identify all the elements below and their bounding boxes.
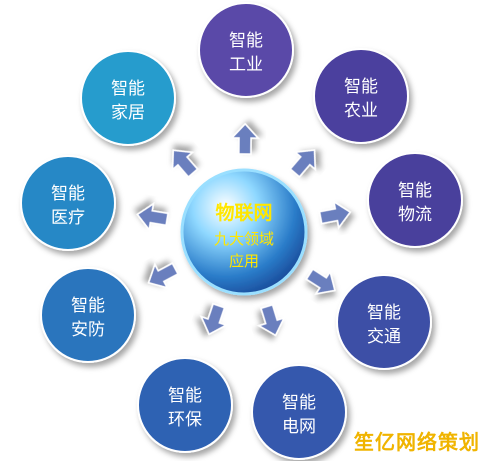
node-circle-industry — [198, 2, 294, 98]
node-label-line2-security: 安防 — [71, 320, 105, 340]
node-label-line2-agriculture: 农业 — [344, 101, 378, 121]
node-circle-grid — [251, 364, 347, 460]
node-label-line2-industry: 工业 — [229, 55, 263, 75]
center-subtitle-line1: 九大领域 — [214, 230, 274, 248]
node-label-line1-industry: 智能 — [229, 31, 263, 51]
node-circle-home — [80, 50, 176, 146]
arrow-grid — [257, 303, 286, 337]
arrow-agriculture — [289, 149, 316, 178]
node-label-line2-logistics: 物流 — [398, 205, 432, 225]
center-subtitle-line2: 应用 — [229, 252, 259, 270]
node-label-line2-home: 家居 — [111, 103, 145, 123]
node-circle-environment — [137, 357, 233, 453]
arrows-group — [136, 122, 352, 337]
node-label-line1-environment: 智能 — [168, 386, 202, 406]
node-label-line1-home: 智能 — [111, 79, 145, 99]
arrow-home — [171, 149, 199, 179]
arrow-transport — [305, 268, 336, 295]
center-title: 物联网 — [215, 201, 272, 224]
node-label-line1-medical: 智能 — [51, 184, 85, 204]
center-circle — [180, 168, 308, 296]
node-label-line2-grid: 电网 — [282, 417, 316, 437]
node-circle-medical — [20, 155, 116, 251]
node-label-line1-grid: 智能 — [282, 393, 316, 413]
node-label-line2-medical: 医疗 — [51, 208, 85, 228]
arrow-security — [147, 262, 179, 289]
node-circle-transport — [336, 274, 432, 370]
arrow-medical — [136, 202, 169, 232]
arrow-logistics — [318, 200, 352, 230]
node-label-line1-security: 智能 — [71, 296, 105, 316]
arrow-environment — [199, 302, 228, 336]
node-circle-logistics — [367, 152, 463, 248]
node-label-line2-transport: 交通 — [367, 327, 401, 347]
node-circle-agriculture — [313, 48, 409, 144]
center-node: 物联网 九大领域 应用 — [180, 168, 308, 296]
watermark: 笙亿网络策划 — [354, 430, 480, 454]
node-label-line1-transport: 智能 — [367, 303, 401, 323]
node-label-line1-logistics: 智能 — [398, 181, 432, 201]
node-circle-security — [40, 267, 136, 363]
node-label-line1-agriculture: 智能 — [344, 77, 378, 97]
arrow-industry — [230, 122, 260, 155]
node-label-line2-environment: 环保 — [168, 410, 202, 430]
